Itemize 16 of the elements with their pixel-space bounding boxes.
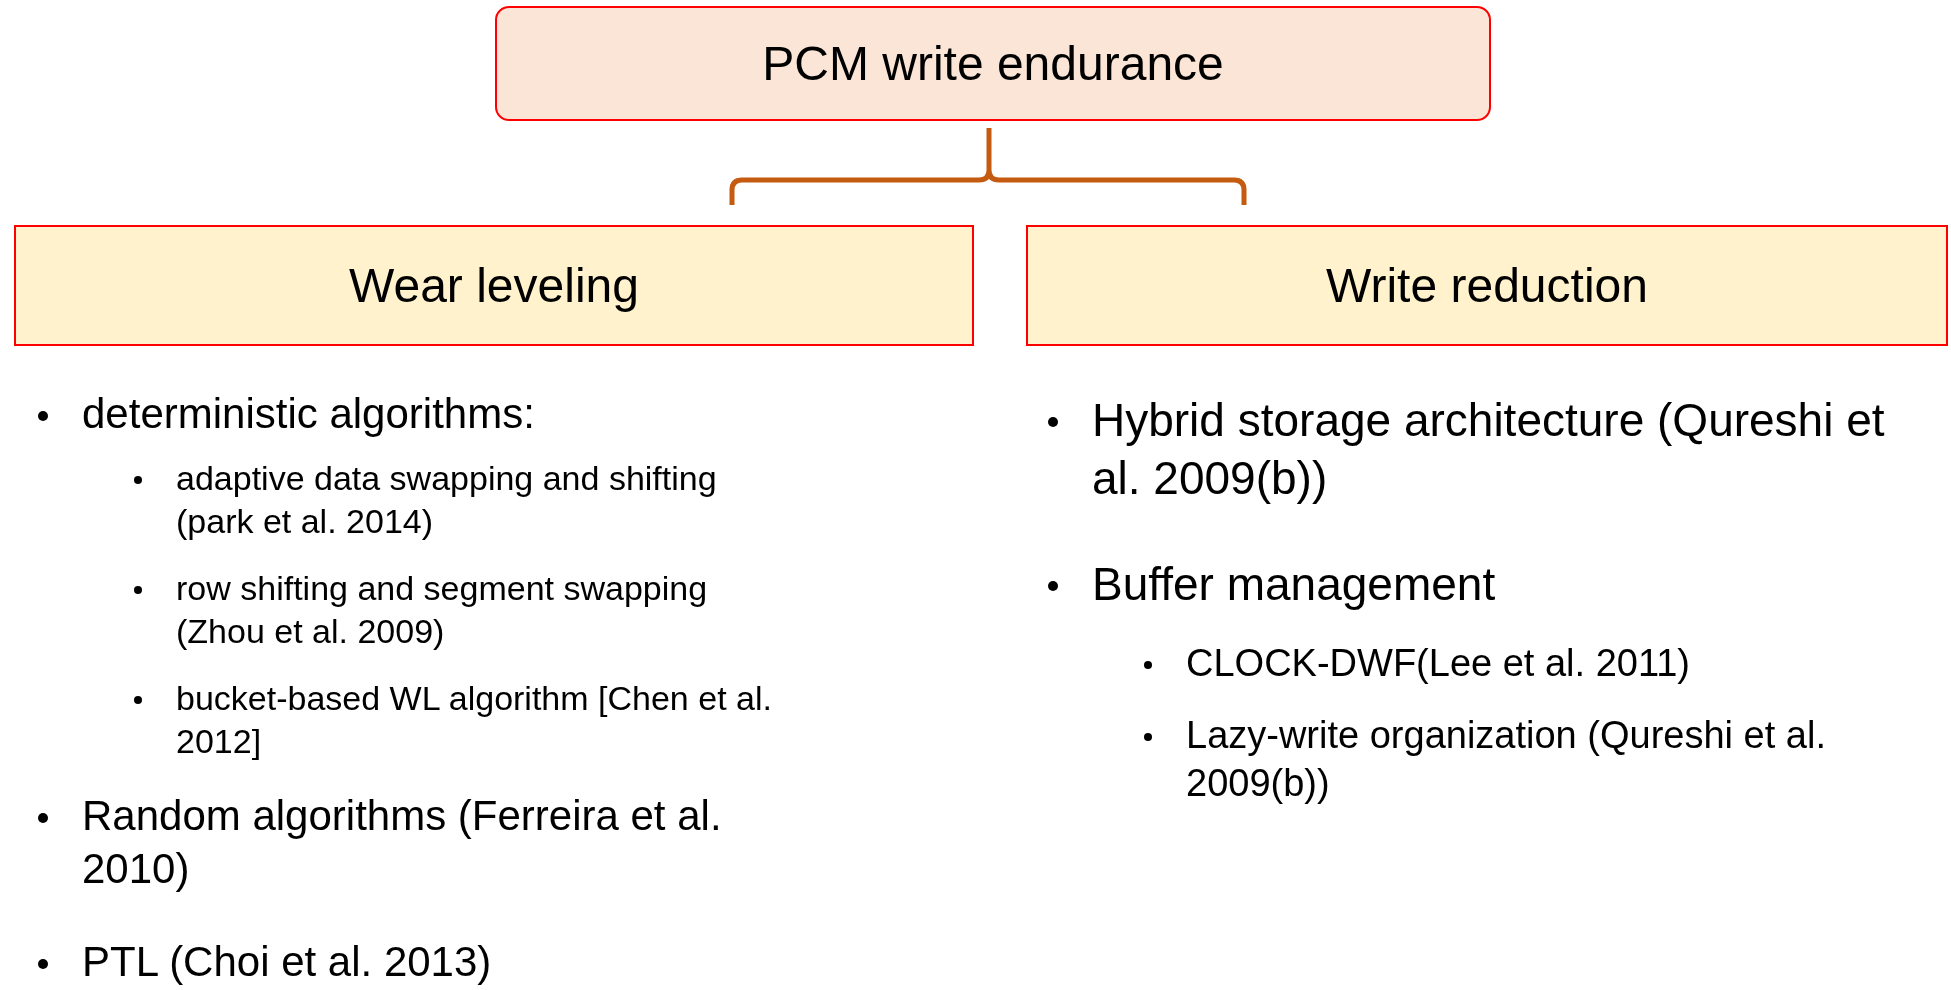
bullet-text: deterministic algorithms:: [82, 389, 536, 439]
bullet-text: Lazy-write organization (Qureshi et al. 2009(b)): [1186, 713, 1827, 806]
bullet-text: Hybrid storage architecture (Qureshi et al. 2009(b)): [1092, 393, 1886, 506]
bullet-text: Buffer management: [1092, 557, 1497, 612]
category-box: [14, 225, 974, 346]
bullet-text: CLOCK-DWF(Lee et al. 2011): [1186, 641, 1692, 686]
bullet-text: PTL (Choi et al. 2013): [82, 937, 493, 987]
box-text: PCM write endurance: [762, 35, 1224, 92]
title-box: [495, 6, 1491, 121]
box-text: Wear leveling: [349, 257, 639, 314]
category-box: [1026, 225, 1948, 346]
bullet-text: row shifting and segment swapping (Zhou et al. 2009): [176, 568, 709, 652]
bullet-text: bucket-based WL algorithm [Chen et al. 2012]: [176, 678, 772, 762]
box-text: Write reduction: [1326, 257, 1648, 314]
bullet-text: adaptive data swapping and shifting (park et al. 2014): [176, 458, 718, 542]
bullet-text: Random algorithms (Ferreira et al. 2010): [82, 791, 723, 894]
